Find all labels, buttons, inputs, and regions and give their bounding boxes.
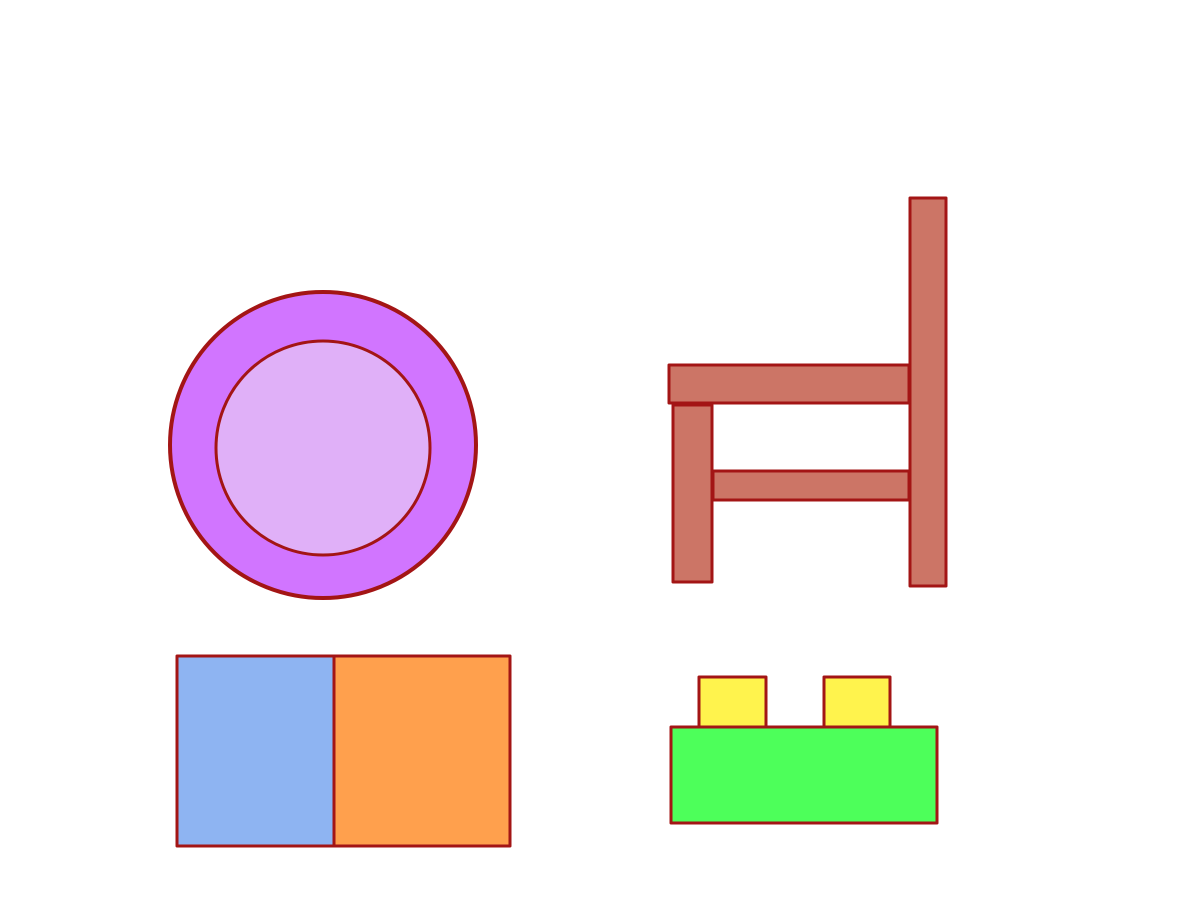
chair-crossbar [711,469,911,502]
plate-center [214,339,432,557]
brick-icon [669,675,939,825]
chair-icon [667,196,948,588]
block-icon [175,654,512,848]
block-left-half [175,654,336,848]
brick-base [669,725,939,825]
chair-backrest [908,196,948,588]
brick-stud-left [697,675,768,729]
brick-stud-right [822,675,892,729]
chair-front-leg [671,403,714,584]
block-right-half [332,654,512,848]
chair-seat [667,363,911,405]
plate-icon [168,290,478,600]
